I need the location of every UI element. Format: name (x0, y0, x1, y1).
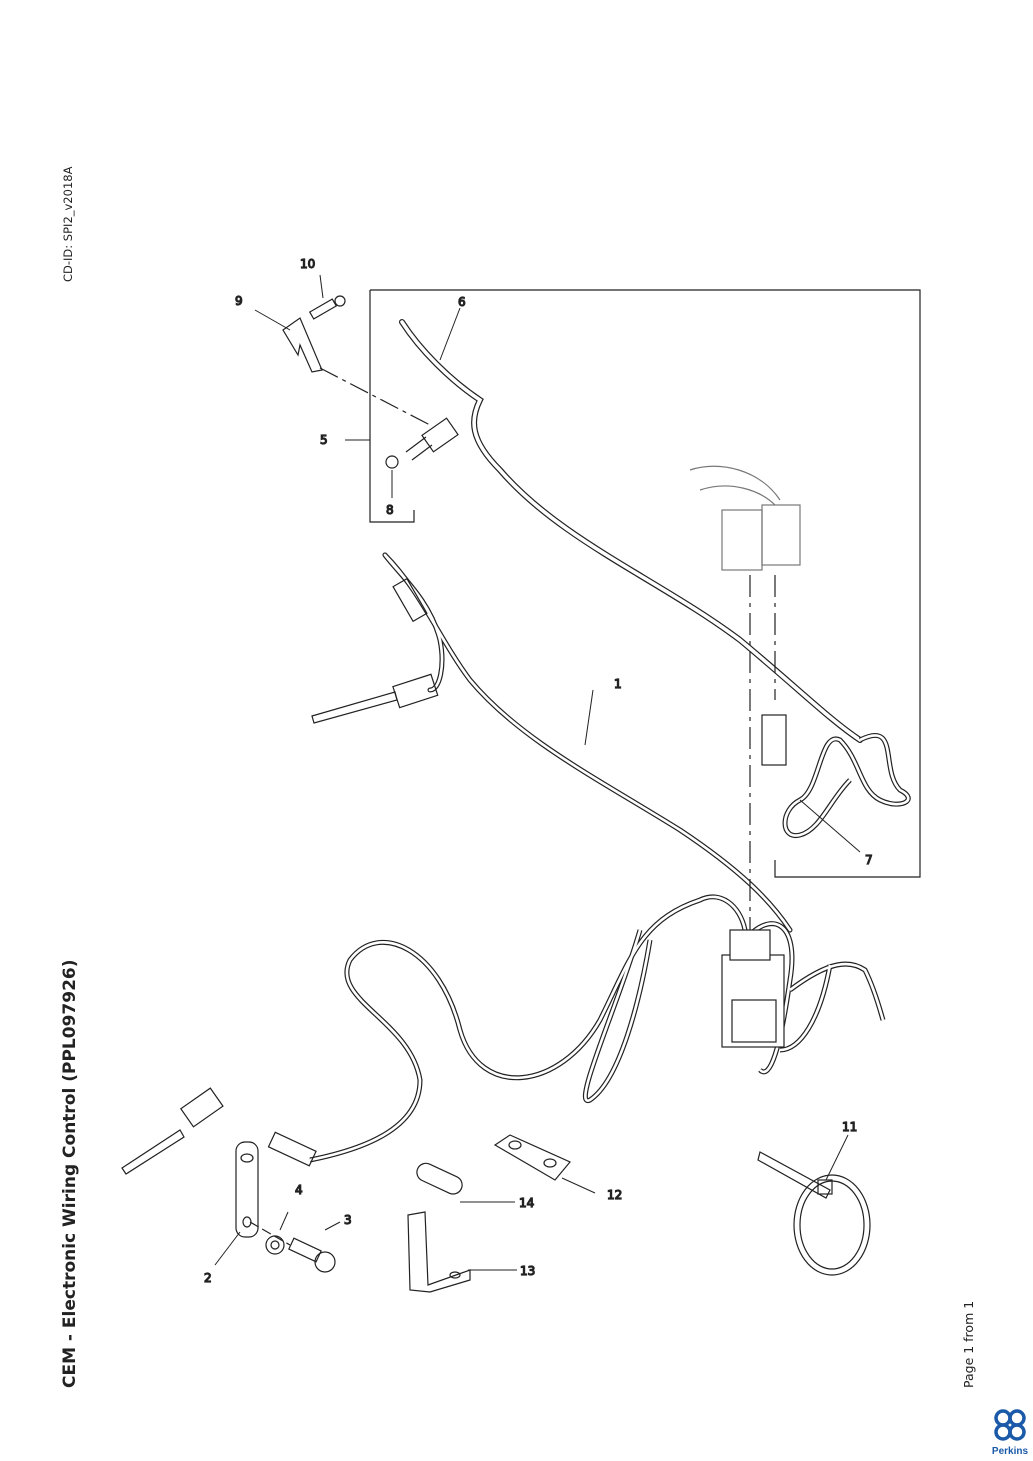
bolt-10 (308, 295, 346, 320)
bracket-13 (407, 1211, 471, 1293)
clip-9 (282, 317, 323, 373)
cable-tie-11 (757, 1151, 871, 1276)
perkins-emblem-icon (994, 1409, 1026, 1441)
perkins-logo: Perkins (990, 1408, 1030, 1457)
callout-8: 8 (386, 503, 394, 517)
callout-7: 7 (865, 853, 873, 867)
callout-11: 11 (842, 1120, 857, 1134)
callout-13: 13 (520, 1264, 535, 1278)
clip-12 (493, 1134, 571, 1181)
leader-lines (214, 274, 861, 1271)
assembly-line (749, 575, 776, 960)
assembly-frame (369, 289, 921, 878)
callout-14: 14 (519, 1196, 534, 1210)
callout-10: 10 (300, 257, 315, 271)
callout-5: 5 (320, 433, 328, 447)
connector-upper (689, 465, 801, 571)
callout-12: 12 (607, 1188, 622, 1202)
bracket-2 (235, 1141, 259, 1238)
bolt-3 (288, 1237, 336, 1273)
temperature-sensor-lower (121, 1087, 317, 1175)
cem-connector-block (721, 929, 785, 1048)
connector-7 (761, 714, 787, 766)
brand-name: Perkins (991, 1446, 1029, 1457)
sleeve-14 (416, 1162, 463, 1195)
callout-2: 2 (204, 1271, 212, 1285)
callout-6: 6 (458, 295, 466, 309)
sensor-5 (385, 417, 459, 469)
harness-wire-1-inner (383, 553, 792, 932)
callout-9: 9 (235, 294, 243, 308)
callout-3: 3 (344, 1213, 352, 1227)
callout-1: 1 (614, 677, 622, 691)
temperature-sensor-upper (311, 577, 439, 724)
washer-4 (265, 1235, 285, 1255)
callout-4: 4 (295, 1183, 303, 1197)
harness-wire-1 (382, 552, 793, 933)
